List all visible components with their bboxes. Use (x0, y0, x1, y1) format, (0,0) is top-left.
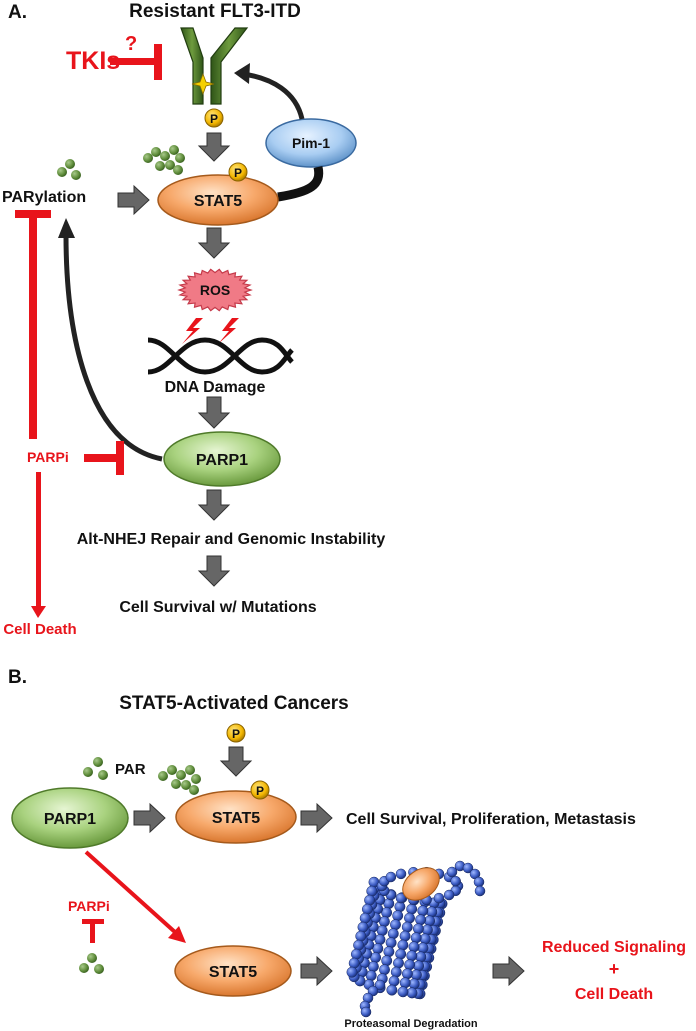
cell-death-label-b: Cell Death (575, 986, 653, 1003)
parpi-inhibits-parylation (15, 210, 51, 439)
parpi-inhibits-parp1 (84, 441, 124, 475)
pim1-label: Pim-1 (292, 135, 330, 151)
p-label: P (232, 727, 240, 741)
parpi-inhibition-b (82, 919, 104, 943)
par-beads-inhibited (79, 953, 104, 974)
arrow-parp1-head (58, 218, 75, 238)
proteasome-label: Proteasomal Degradation (344, 1018, 478, 1030)
parp1-node-b (11, 787, 129, 849)
stat5-node-degraded (174, 945, 292, 997)
dna-helix-icon (147, 337, 294, 375)
par-beads-b (83, 757, 108, 780)
p-label: P (210, 112, 218, 126)
outcome-label: Cell Survival, Proliferation, Metastasis (346, 811, 636, 828)
stat5-label-degraded: STAT5 (209, 964, 257, 981)
arrow-dna-to-parp1 (197, 396, 231, 429)
stat5-in-proteasome (402, 867, 440, 901)
p-label: P (256, 784, 264, 798)
arrow-parp1-to-degradation (84, 850, 186, 943)
repair-label: Alt-NHEJ Repair and Genomic Instability (77, 531, 386, 548)
stat5-node (157, 174, 279, 226)
lightning-bolt-icon (182, 318, 239, 344)
arrow-stat5-to-outcome (300, 802, 333, 834)
arrow-parp1-to-stat5-b (133, 802, 166, 834)
parp1-label-b: PARP1 (44, 811, 96, 828)
p-label: P (234, 166, 242, 180)
parp1-label: PARP1 (196, 452, 248, 469)
arrow-proteasome-to-outcome (492, 955, 525, 987)
arrow-to-cell-death (31, 472, 46, 618)
arrow-stat5-to-proteasome (300, 955, 333, 987)
par-label: PAR (115, 761, 146, 778)
parp1-node (163, 431, 281, 487)
arrow-stat5-to-ros (197, 227, 231, 259)
arrow-p-to-stat5-b (219, 746, 253, 777)
plus-sign: + (609, 959, 620, 979)
ros-label: ROS (200, 282, 230, 298)
phospho-marker-stat5-b: P (250, 780, 270, 800)
arrow-pim1-head (234, 63, 250, 84)
stat5-label: STAT5 (194, 193, 242, 210)
link-stat5-to-pim1 (277, 166, 324, 202)
phospho-marker-stat5: P (228, 162, 248, 182)
pim1-node (265, 118, 357, 168)
reduced-signaling-label: Reduced Signaling (542, 939, 686, 956)
ros-node (177, 268, 253, 312)
phospho-marker-top-b: P (226, 723, 246, 743)
panel-a-label: A. (8, 2, 27, 23)
survival-label: Cell Survival w/ Mutations (119, 599, 316, 616)
phospho-marker-receptor: P (204, 108, 224, 128)
panel-b-title: STAT5-Activated Cancers (119, 693, 348, 714)
par-chain-stat5 (143, 145, 185, 175)
arrow-pim1-to-receptor (242, 71, 305, 120)
par-chain-stat5-b (158, 765, 201, 795)
proteasome-icon (346, 860, 486, 1018)
panel-a-title: Resistant FLT3-ITD (129, 1, 301, 22)
tki-inhibition-bar (110, 44, 162, 80)
arrow-parylation-to-stat5 (117, 184, 150, 216)
dna-damage-label: DNA Damage (165, 379, 266, 396)
parpi-label: PARPi (27, 449, 69, 465)
par-beads-free (57, 159, 81, 180)
arrow-parp1-to-parylation (63, 234, 163, 462)
question-mark: ? (125, 33, 137, 55)
parylation-label: PARylation (2, 189, 86, 206)
arrow-parp1-to-repair (197, 489, 231, 521)
parpi-label-b: PARPi (68, 898, 110, 914)
stat5-node-b (175, 790, 297, 844)
flt3-itd-receptor-icon (180, 27, 249, 105)
arrow-repair-to-survival (197, 555, 231, 587)
stat5-label-b: STAT5 (212, 810, 260, 827)
panel-b-label: B. (8, 667, 27, 688)
cell-death-label: Cell Death (3, 621, 76, 638)
arrow-receptor-to-stat5 (197, 132, 231, 162)
